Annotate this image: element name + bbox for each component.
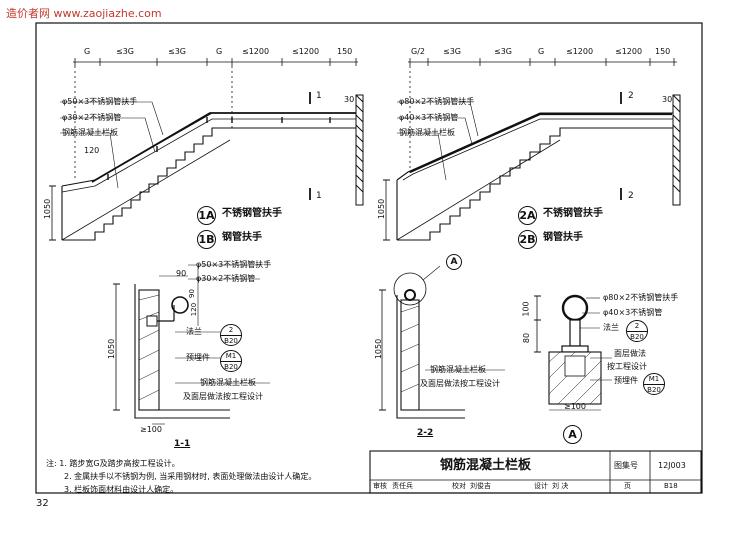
legend-text: 不锈钢管扶手 bbox=[222, 208, 282, 219]
legend-circle: 1B bbox=[197, 230, 216, 249]
dim-label: ≥100 bbox=[140, 425, 162, 434]
legend-text: 钢管扶手 bbox=[543, 232, 583, 243]
dim-label: 1050 bbox=[377, 198, 387, 220]
ref-bottom: B20 bbox=[630, 333, 644, 341]
section-label: 1-1 bbox=[174, 439, 191, 449]
notes-block: 注: 1. 踏步宽G及踏步高按工程设计。 2. 金属扶手以不锈钢为例, 当采用钢… bbox=[46, 457, 316, 496]
callout-label: φ80×2不锈钢管扶手 bbox=[399, 97, 475, 106]
dim-label: ≤3G bbox=[116, 47, 134, 56]
section-mark: 1 bbox=[316, 191, 322, 201]
callout-label: φ50×3不锈钢管扶手 bbox=[62, 97, 138, 106]
callout-label: 及面层做法按工程设计 bbox=[183, 392, 263, 401]
dim-label: 150 bbox=[337, 47, 353, 56]
dim-label: 90 bbox=[176, 269, 187, 278]
dim-label: ≤1200 bbox=[242, 47, 270, 56]
dim-label: ≤1200 bbox=[566, 47, 594, 56]
callout-label: 钢筋混凝土栏板 bbox=[200, 378, 256, 387]
design-label: 设计 bbox=[534, 482, 548, 490]
callout-label: φ40×3不锈钢管 bbox=[603, 308, 663, 317]
ref-top: 2 bbox=[627, 321, 647, 332]
note-line: 3. 栏板饰面材料由设计人确定。 bbox=[64, 485, 179, 494]
page-value: B18 bbox=[664, 482, 678, 490]
review-label: 审核 bbox=[373, 482, 387, 490]
legend-circle: 2A bbox=[518, 206, 537, 225]
dim-label: 1050 bbox=[107, 338, 117, 360]
designer-name: 刘 决 bbox=[552, 482, 569, 490]
legend-text: 钢管扶手 bbox=[222, 232, 262, 243]
legend-text: 不锈钢管扶手 bbox=[543, 208, 603, 219]
dim-label: G bbox=[216, 47, 223, 56]
dim-label: 80 bbox=[522, 332, 532, 344]
ref-top: 2 bbox=[221, 325, 241, 336]
page-label: 页 bbox=[624, 482, 631, 490]
ref-bottom: B20 bbox=[224, 337, 238, 345]
dim-label: ≤3G bbox=[494, 47, 512, 56]
legend-circle: 1A bbox=[197, 206, 216, 225]
dim-label: G bbox=[538, 47, 545, 56]
dim-label: 100 bbox=[521, 301, 531, 317]
ref-top: M1 bbox=[644, 374, 664, 385]
checker-name: 刘俊吉 bbox=[470, 482, 491, 490]
detail-label-circle: A bbox=[563, 425, 582, 444]
note-line: 2. 金属扶手以不锈钢为例, 当采用钢材时, 表面处理做法由设计人确定。 bbox=[64, 472, 317, 481]
atlas-value: 12J003 bbox=[658, 461, 686, 470]
dim-label: G bbox=[84, 47, 91, 56]
drawing-title: 钢筋混凝土栏板 bbox=[440, 458, 532, 473]
section-mark: 2 bbox=[628, 91, 634, 101]
callout-label: 预埋件 bbox=[186, 353, 210, 362]
dim-label: G/2 bbox=[411, 47, 425, 56]
dim-label: 1050 bbox=[43, 198, 53, 220]
callout-label: 按工程设计 bbox=[607, 362, 647, 371]
watermark-text: 造价者网 www.zaojiazhe.com bbox=[6, 7, 162, 20]
dim-label: 90 bbox=[187, 289, 196, 298]
ref-bottom: B20 bbox=[224, 363, 238, 371]
dim-label: 1050 bbox=[374, 338, 384, 360]
dim-label: ≤1200 bbox=[615, 47, 643, 56]
dim-label: ≥100 bbox=[564, 402, 586, 411]
dim-label: 30 bbox=[344, 95, 355, 104]
atlas-label: 图集号 bbox=[614, 461, 638, 470]
callout-label: φ30×2不锈钢管 bbox=[196, 274, 256, 283]
callout-label: 钢筋混凝土栏板 bbox=[430, 365, 486, 374]
callout-label: φ30×2不锈钢管 bbox=[62, 113, 122, 122]
dim-label: 120 bbox=[190, 302, 199, 317]
callout-label: 钢筋混凝土栏板 bbox=[399, 128, 455, 137]
section-label: 2-2 bbox=[417, 428, 434, 438]
callout-label: 法兰 bbox=[186, 327, 202, 336]
legend-circle: 2B bbox=[518, 230, 537, 249]
section-mark: 2 bbox=[628, 191, 634, 201]
callout-label: 面层做法 bbox=[614, 349, 646, 358]
callout-label: 法兰 bbox=[603, 323, 619, 332]
callout-label: φ80×2不锈钢管扶手 bbox=[603, 293, 679, 302]
responsible-label: 责任兵 bbox=[392, 482, 413, 490]
dim-label: 150 bbox=[655, 47, 671, 56]
check-label: 校对 bbox=[452, 482, 466, 490]
callout-label: φ50×3不锈钢管扶手 bbox=[196, 260, 272, 269]
ref-bottom: B20 bbox=[647, 386, 661, 394]
ref-top: M1 bbox=[221, 351, 241, 362]
dim-label: ≤3G bbox=[443, 47, 461, 56]
section-mark: 1 bbox=[316, 91, 322, 101]
dim-label: 120 bbox=[84, 146, 100, 155]
callout-label: 钢筋混凝土栏板 bbox=[62, 128, 118, 137]
callout-label: 及面层做法按工程设计 bbox=[420, 379, 500, 388]
page-number: 32 bbox=[36, 498, 49, 509]
dim-label: 30 bbox=[662, 95, 673, 104]
detail-ref-circle: A bbox=[446, 254, 462, 270]
note-line: 注: 1. 踏步宽G及踏步高按工程设计。 bbox=[46, 459, 180, 468]
callout-label: φ40×3不锈钢管 bbox=[399, 113, 459, 122]
dim-label: ≤3G bbox=[168, 47, 186, 56]
dim-label: ≤1200 bbox=[292, 47, 320, 56]
callout-label: 预埋件 bbox=[614, 376, 638, 385]
